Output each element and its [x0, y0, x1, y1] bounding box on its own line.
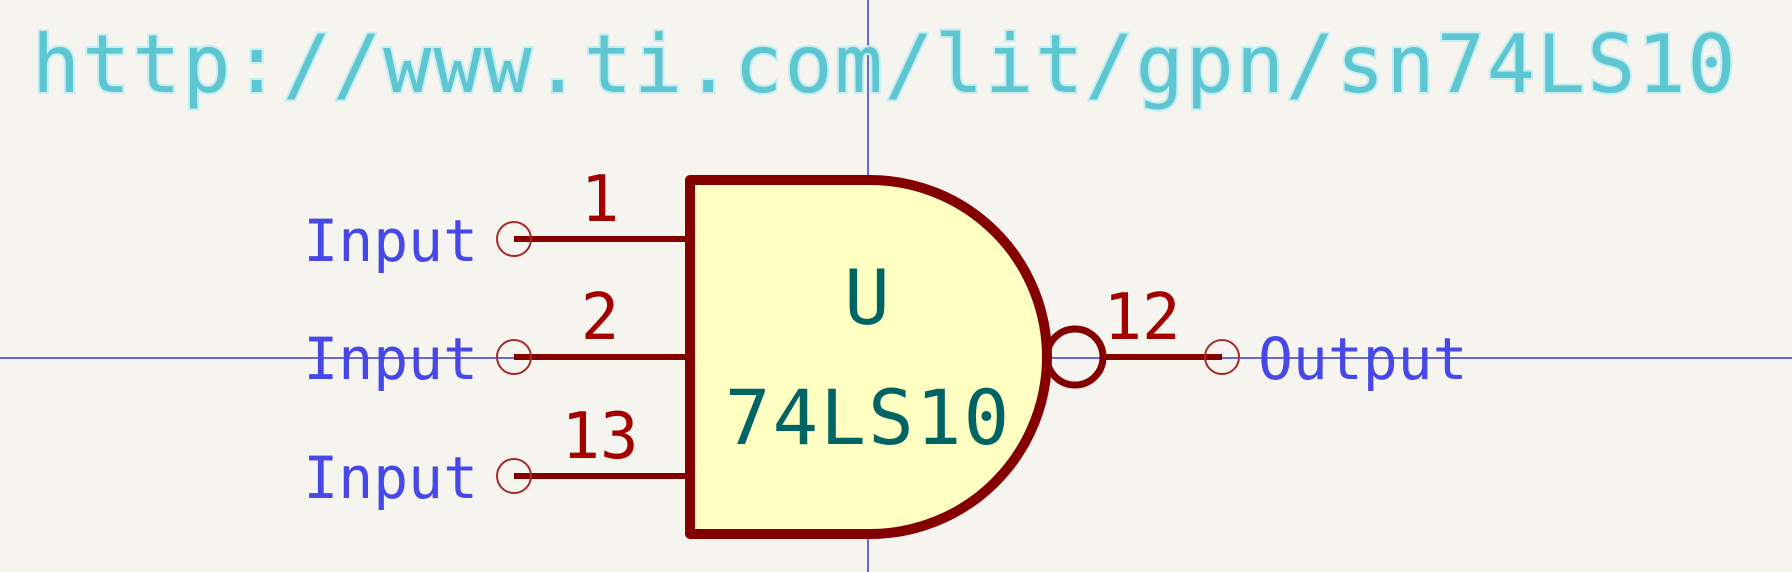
- net-label-input-2[interactable]: Input: [303, 325, 478, 393]
- pin-number-13: 13: [561, 400, 638, 474]
- component-reference[interactable]: U: [844, 253, 892, 342]
- datasheet-url[interactable]: http://www.ti.com/lit/gpn/sn74LS10: [30, 16, 1738, 113]
- pin-endpoint-13[interactable]: [496, 458, 532, 494]
- pin-number-1: 1: [581, 163, 620, 237]
- pin-number-2: 2: [581, 281, 620, 355]
- gate-body: [685, 175, 1052, 539]
- net-label-output[interactable]: Output: [1258, 325, 1468, 393]
- pin-number-12: 12: [1103, 281, 1180, 355]
- net-label-input-3[interactable]: Input: [303, 444, 478, 512]
- pin-endpoint-1[interactable]: [496, 221, 532, 257]
- component-value[interactable]: 74LS10: [725, 373, 1012, 462]
- pin-endpoint-2[interactable]: [496, 339, 532, 375]
- net-label-input-1[interactable]: Input: [303, 207, 478, 275]
- pin-endpoint-12[interactable]: [1204, 339, 1240, 375]
